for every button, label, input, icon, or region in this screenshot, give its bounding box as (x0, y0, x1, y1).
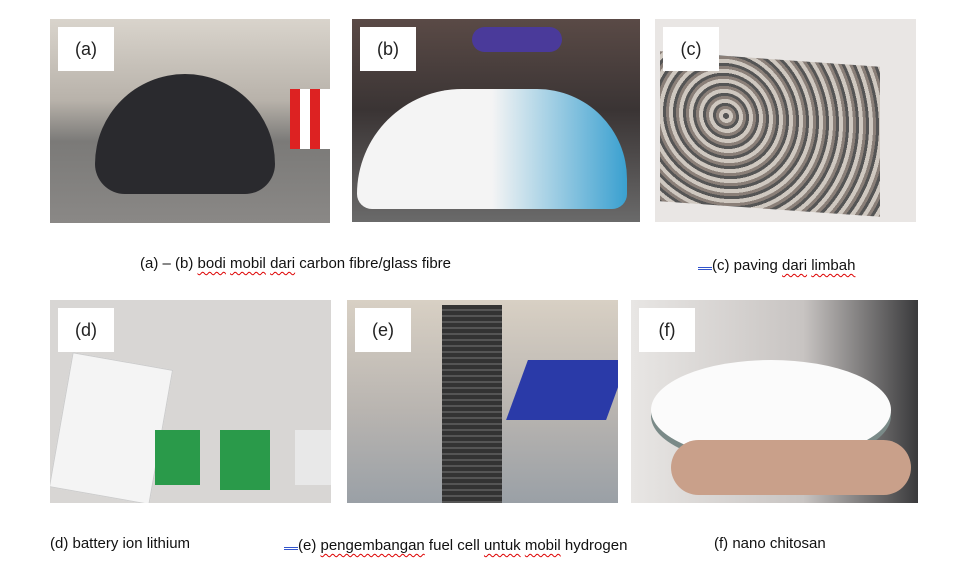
caption-text: dari (782, 257, 808, 274)
caption-text: limbah (811, 257, 856, 274)
caption-text: fuel cell (424, 537, 484, 554)
caption-c: (c) paving dari limbah (698, 255, 855, 274)
caption-text: pengembangan (320, 537, 425, 554)
caption-d: (d) battery ion lithium (50, 535, 191, 552)
photo-e-fuel-cell: (e) (347, 300, 618, 503)
photo-c-paving-block: (c) (655, 19, 916, 222)
figure-label: (b) (360, 27, 416, 71)
caption-text: mobil (524, 537, 561, 554)
caption-text: (a) – (b) (140, 255, 198, 272)
caption-text: mobil (230, 255, 266, 272)
caption-text: hydrogen (560, 537, 628, 554)
photo-b-car-glass-fibre-body: (b) (352, 19, 640, 222)
figure-label: (f) (639, 308, 695, 352)
caption-text: dari (270, 255, 296, 272)
caption-text: carbon fibre/glass fibre (295, 255, 452, 272)
caption-text: untuk (483, 537, 521, 554)
figure-label: (e) (355, 308, 411, 352)
figure-label: (a) (58, 27, 114, 71)
photo-a-car-carbon-body: (a) (50, 19, 330, 223)
caption-f: (f) nano chitosan (714, 535, 826, 552)
figure-label: (c) (663, 27, 719, 71)
figure-label: (d) (58, 308, 114, 352)
caption-e: (e) pengembangan fuel cell untuk mobil h… (284, 535, 627, 554)
photo-d-lithium-battery: (d) (50, 300, 331, 503)
caption-text: (e) (298, 537, 321, 554)
caption-ab: (a) – (b) bodi mobil dari carbon fibre/g… (140, 255, 451, 272)
caption-text: (c) paving (712, 257, 783, 274)
photo-f-nano-chitosan: (f) (631, 300, 918, 503)
caption-text: bodi (197, 255, 226, 272)
